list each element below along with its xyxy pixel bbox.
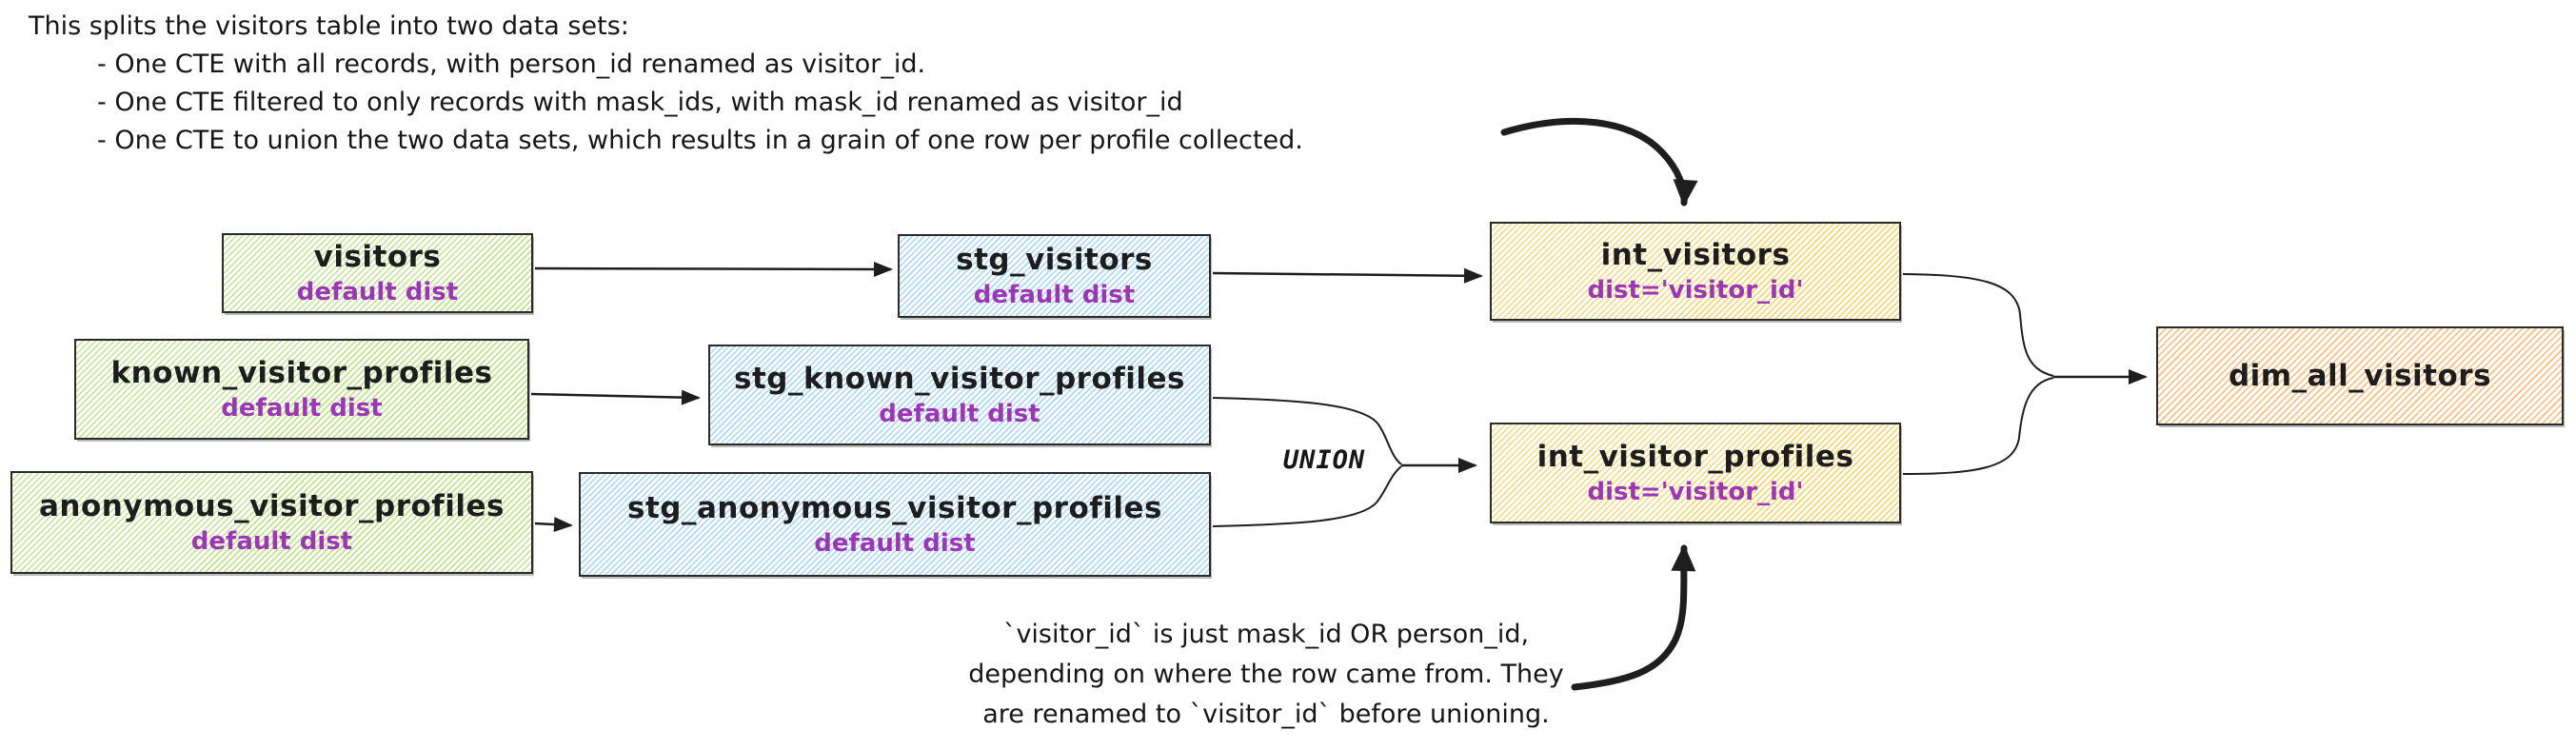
node-subtitle: default dist — [296, 278, 459, 306]
node-subtitle: default dist — [190, 527, 353, 556]
top-note: This splits the visitors table into two … — [29, 8, 1303, 160]
node-stg-visitors: stg_visitors default dist — [898, 234, 1211, 318]
arrow-known-to-stg-known — [530, 389, 701, 405]
node-int-visitors: int_visitors dist='visitor_id' — [1490, 222, 1901, 321]
node-title: known_visitor_profiles — [110, 356, 493, 390]
curve-stg-anonymous-to-union — [1212, 465, 1402, 527]
note-line: depending on where the row came from. Th… — [968, 660, 1564, 689]
arrow-visitors-to-stg-visitors — [534, 261, 893, 277]
node-title: visitors — [313, 240, 442, 274]
node-stg-anonymous-visitor-profiles: stg_anonymous_visitor_profiles default d… — [579, 472, 1211, 577]
node-subtitle: default dist — [814, 529, 976, 558]
bottom-note: `visitor_id` is just mask_id OR person_i… — [938, 615, 1595, 735]
union-label: UNION — [1282, 445, 1366, 475]
node-anonymous-visitor-profiles: anonymous_visitor_profiles default dist — [10, 471, 533, 574]
note-line: are renamed to `visitor_id` before union… — [982, 700, 1550, 729]
node-subtitle: dist='visitor_id' — [1587, 276, 1804, 305]
note-line: - One CTE filtered to only records with … — [97, 88, 1183, 117]
node-title: anonymous_visitor_profiles — [39, 489, 505, 523]
node-title: int_visitors — [1600, 238, 1791, 272]
node-title: stg_visitors — [956, 243, 1153, 277]
node-int-visitor-profiles: int_visitor_profiles dist='visitor_id' — [1490, 423, 1901, 523]
annotation-arrow-top-note-to-int-visitors — [1500, 117, 1698, 207]
node-title: int_visitor_profiles — [1536, 440, 1854, 474]
node-visitors: visitors default dist — [222, 233, 533, 313]
note-line: This splits the visitors table into two … — [29, 11, 629, 41]
node-title: stg_anonymous_visitor_profiles — [627, 491, 1162, 525]
arrow-stg-visitors-to-int-visitors — [1212, 267, 1483, 284]
node-subtitle: default dist — [879, 400, 1040, 428]
node-title: dim_all_visitors — [2228, 359, 2492, 393]
node-stg-known-visitor-profiles: stg_known_visitor_profiles default dist — [708, 345, 1211, 445]
note-line: - One CTE with all records, with person_… — [97, 49, 926, 79]
node-subtitle: dist='visitor_id' — [1587, 478, 1804, 506]
note-line: - One CTE to union the two data sets, wh… — [97, 126, 1303, 155]
node-subtitle: default dist — [221, 394, 383, 423]
node-subtitle: default dist — [973, 281, 1136, 309]
node-known-visitor-profiles: known_visitor_profiles default dist — [74, 339, 529, 440]
node-dim-all-visitors: dim_all_visitors — [2156, 326, 2564, 425]
curve-int-visitors-to-merge — [1902, 273, 2054, 377]
node-title: stg_known_visitor_profiles — [734, 362, 1185, 396]
curve-int-visitor-profiles-to-merge — [1902, 377, 2054, 475]
note-line: `visitor_id` is just mask_id OR person_i… — [1002, 620, 1530, 649]
arrow-anonymous-to-stg-anonymous — [534, 517, 573, 533]
